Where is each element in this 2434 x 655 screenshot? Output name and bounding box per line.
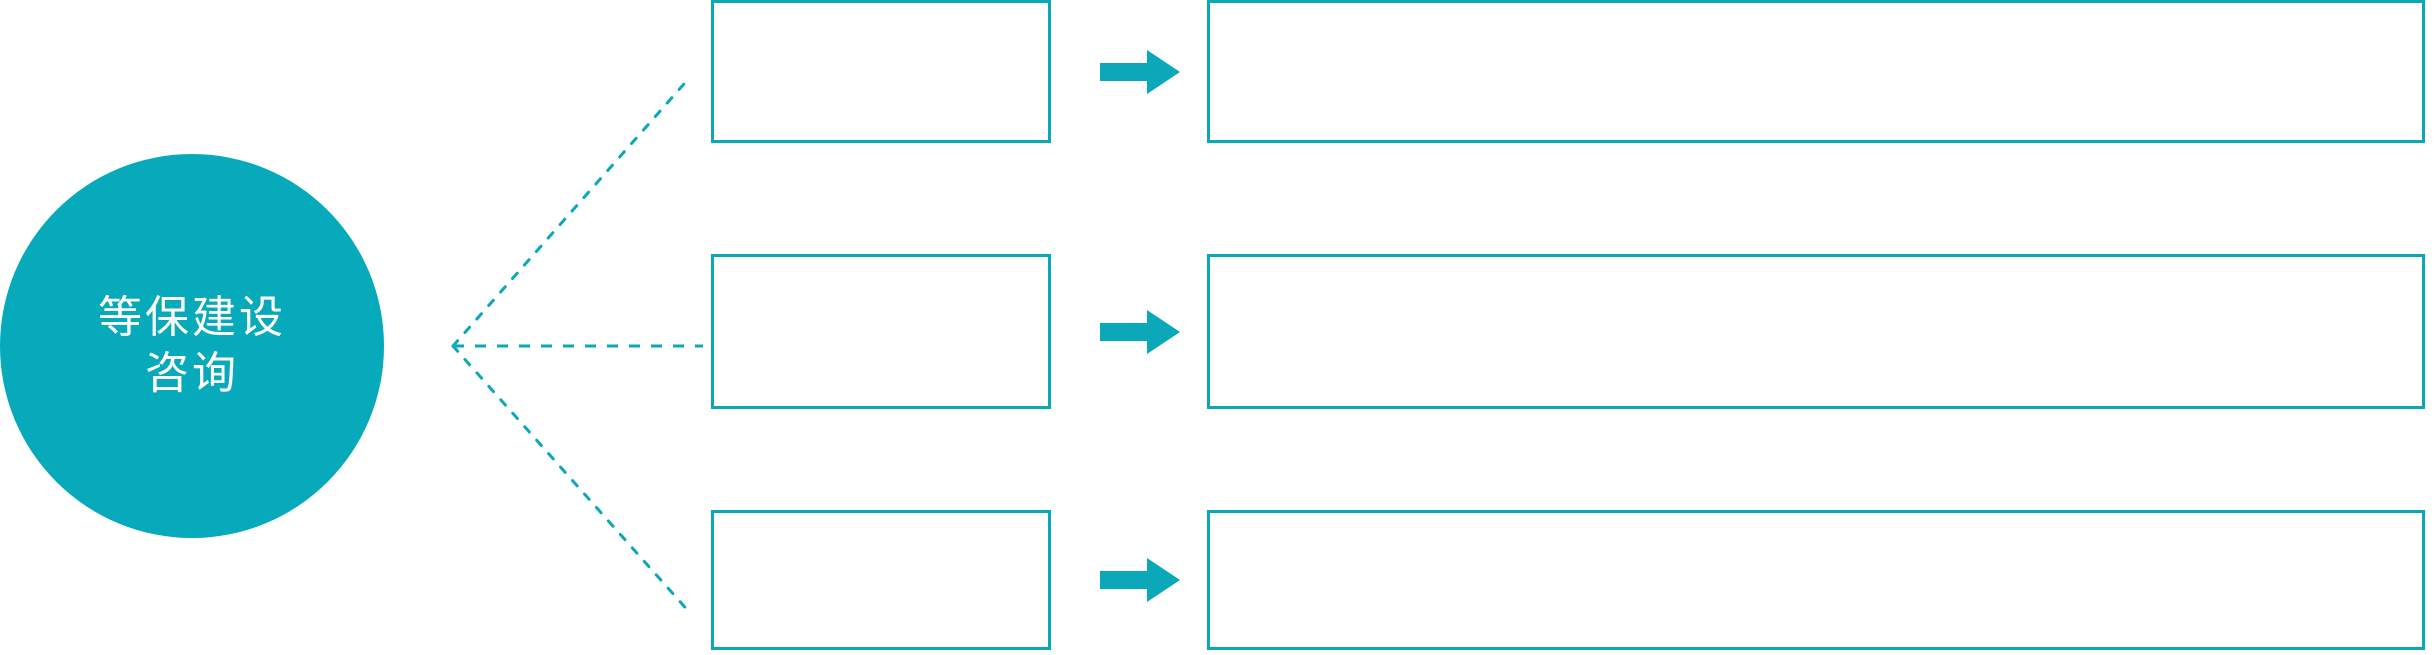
row-1-arrow-right-icon [1100, 50, 1180, 94]
hub-circle[interactable]: 等保建设 咨询 [0, 154, 384, 538]
row-3-detail-box[interactable] [1207, 510, 2425, 650]
flow-row-3 [0, 510, 2434, 650]
flow-row-2 [0, 254, 2434, 409]
row-1-category-box[interactable] [711, 0, 1051, 143]
row-2-arrow-right-icon [1100, 310, 1180, 354]
row-2-detail-box[interactable] [1207, 254, 2425, 409]
flow-row-1 [0, 0, 2434, 143]
row-2-category-box[interactable] [711, 254, 1051, 409]
hub-label-line-2: 咨询 [145, 349, 239, 398]
row-3-category-box[interactable] [711, 510, 1051, 650]
hub-label-line-1: 等保建设 [98, 292, 286, 342]
row-3-arrow-right-icon [1100, 558, 1180, 602]
row-1-detail-box[interactable] [1207, 0, 2425, 143]
